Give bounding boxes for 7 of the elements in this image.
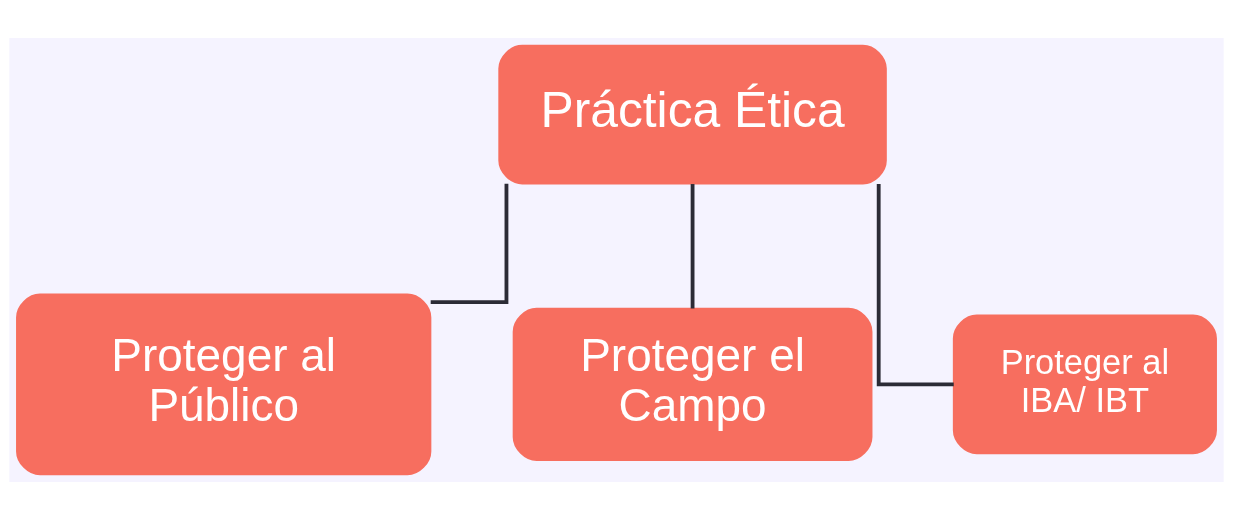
node-box: Proteger el Campo (512, 307, 873, 461)
node-box: Proteger al IBA/ IBT (952, 314, 1217, 455)
node-box: Práctica Ética (498, 44, 887, 185)
connector (876, 184, 954, 387)
node-box: Proteger al Público (16, 293, 432, 476)
connector (690, 184, 695, 309)
connector (430, 183, 509, 304)
